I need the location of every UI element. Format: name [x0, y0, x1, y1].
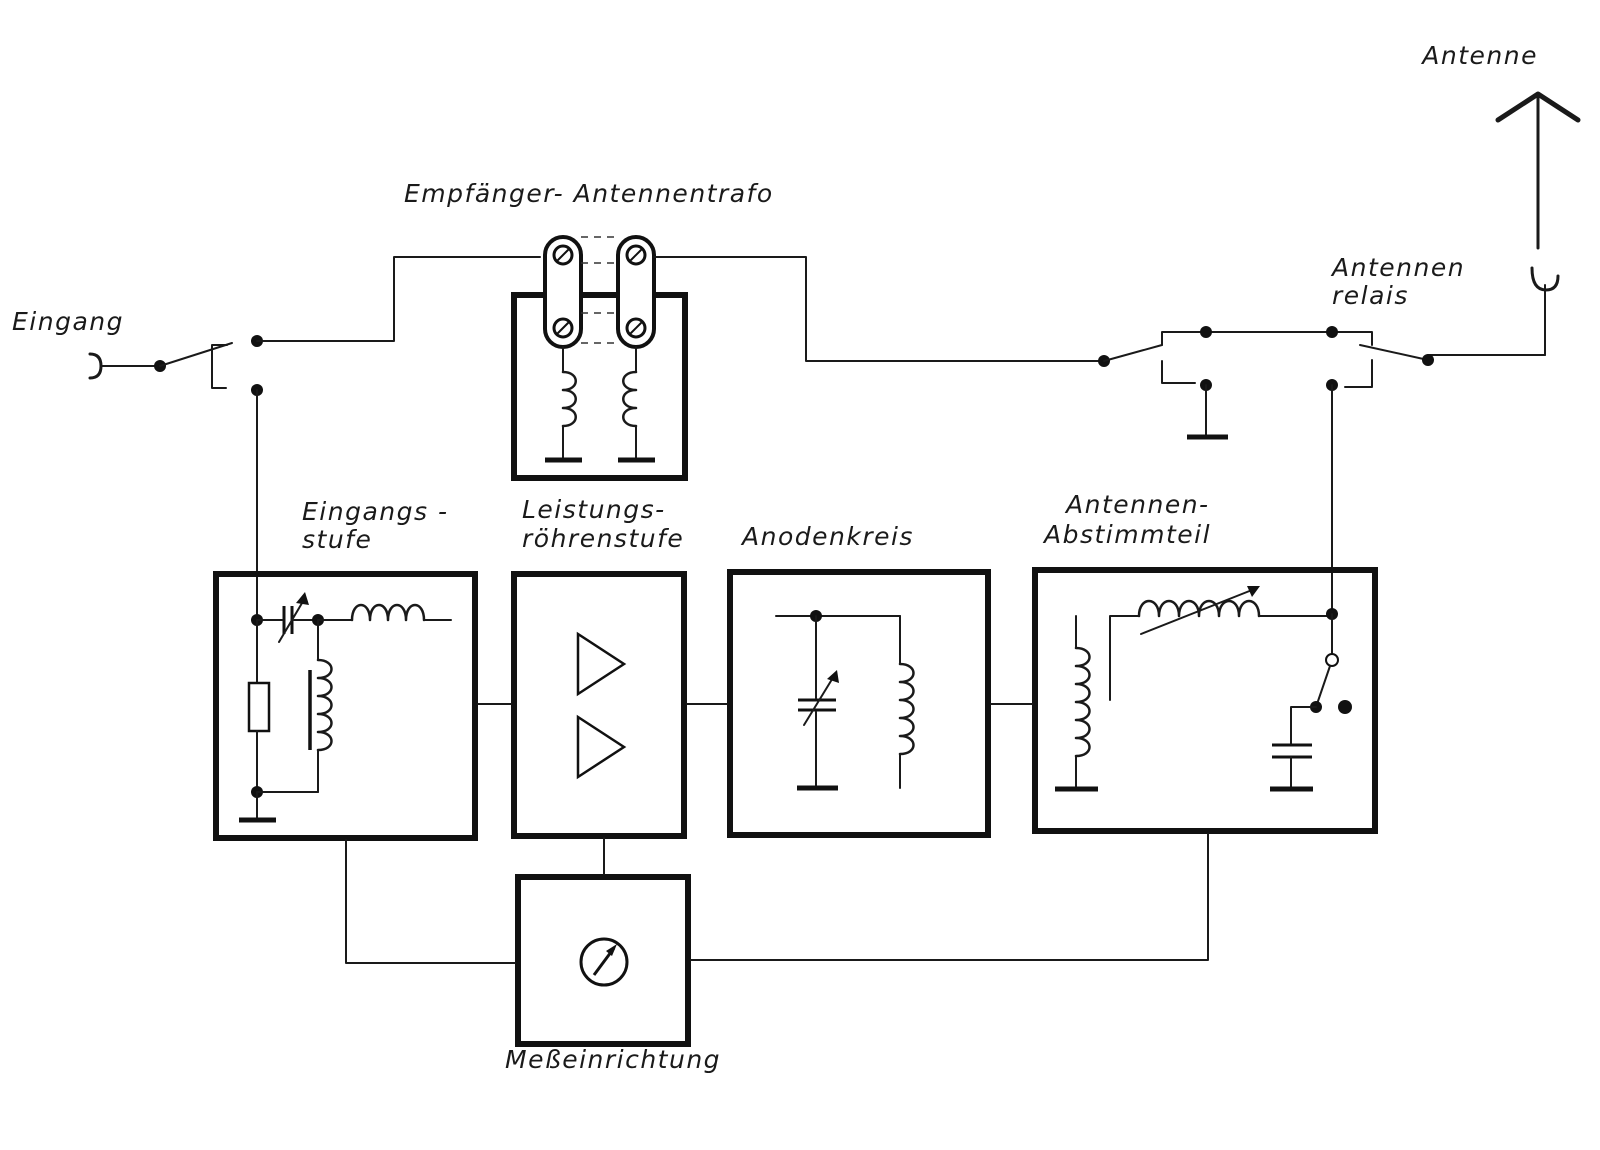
amplifier-icon-1: [576, 631, 627, 697]
trafo-shield-dashes: [581, 236, 618, 344]
label-antennen-relais-line2: relais: [1332, 281, 1409, 310]
label-eingangsstufe-line2: stufe: [302, 525, 372, 554]
label-antennen-abstimmteil-line2: Abstimmteil: [1042, 520, 1211, 549]
label-leistungsroehrenstufe-line1: Leistungs-: [522, 495, 666, 524]
label-eingang: Eingang: [12, 307, 124, 336]
antennen-relais: [1098, 326, 1434, 613]
label-empfaenger-antennentrafo: Empfänger- Antennentrafo: [404, 179, 774, 208]
eingang-input-switch: [88, 256, 541, 615]
label-leistungsroehrenstufe-line2: röhrenstufe: [522, 524, 684, 553]
label-eingangsstufe-line1: Eingangs -: [302, 497, 448, 526]
label-antenne: Antenne: [1420, 41, 1538, 70]
amplifier-icon-2: [576, 714, 627, 780]
eingangsstufe-block: [213, 571, 478, 841]
antenna-symbol: [1427, 91, 1581, 356]
messeinrichtung-block: [515, 874, 691, 1047]
label-messeinrichtung: Meßeinrichtung: [505, 1045, 721, 1074]
interconnect-wires: [345, 703, 1209, 964]
label-antennen-abstimmteil-line1: Antennen-: [1064, 490, 1210, 519]
gauge-icon: [579, 937, 629, 987]
trafo-terminal-left: [543, 235, 583, 349]
trafo-terminal-right: [616, 235, 656, 349]
leistungsroehrenstufe-block: [511, 571, 687, 839]
empfaenger-antennentrafo: [511, 235, 1105, 481]
anodenkreis-block: [727, 569, 991, 838]
antennen-abstimmteil-block: [1032, 567, 1378, 834]
label-antennen-relais-line1: Antennen: [1330, 253, 1465, 282]
label-anodenkreis: Anodenkreis: [740, 522, 914, 551]
